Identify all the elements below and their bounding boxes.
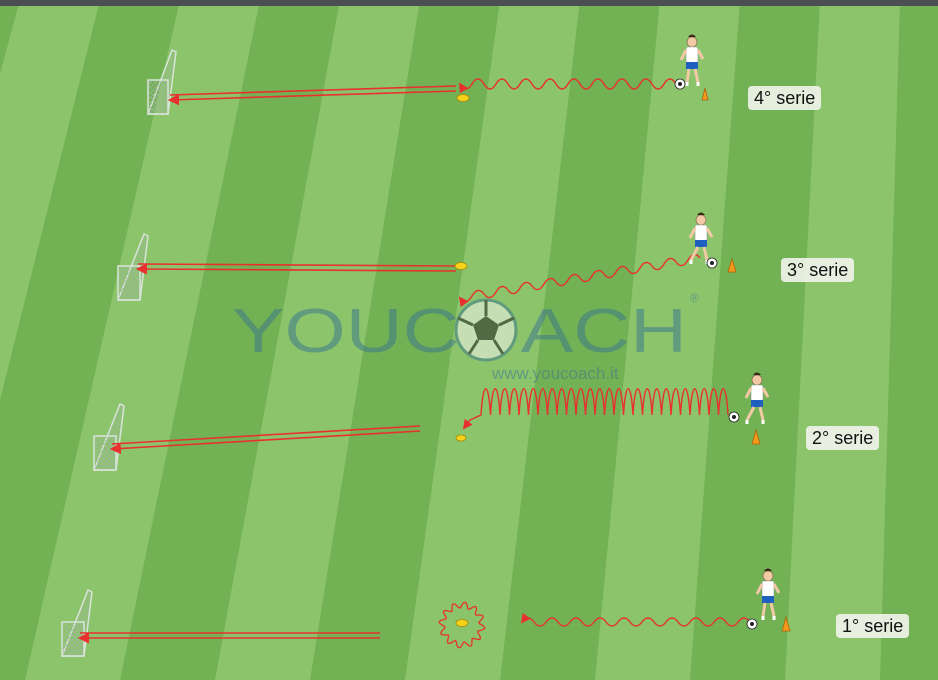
top-bar [0, 0, 938, 6]
series-label-2: 2° serie [806, 426, 879, 450]
ball-icon [747, 619, 757, 629]
marker-icon [457, 95, 469, 102]
marker-icon [456, 435, 466, 441]
ball-icon [729, 412, 739, 422]
marker-icon [456, 620, 468, 627]
marker-icon [455, 263, 467, 270]
ball-icon [707, 258, 717, 268]
series-label-4: 4° serie [748, 86, 821, 110]
series-label-3: 3° serie [781, 258, 854, 282]
registered-mark: ® [690, 291, 699, 305]
watermark-url: www.youcoach.it [491, 364, 619, 383]
ball-icon [675, 79, 685, 89]
watermark-ball-icon [456, 300, 516, 360]
series-label-1: 1° serie [836, 614, 909, 638]
